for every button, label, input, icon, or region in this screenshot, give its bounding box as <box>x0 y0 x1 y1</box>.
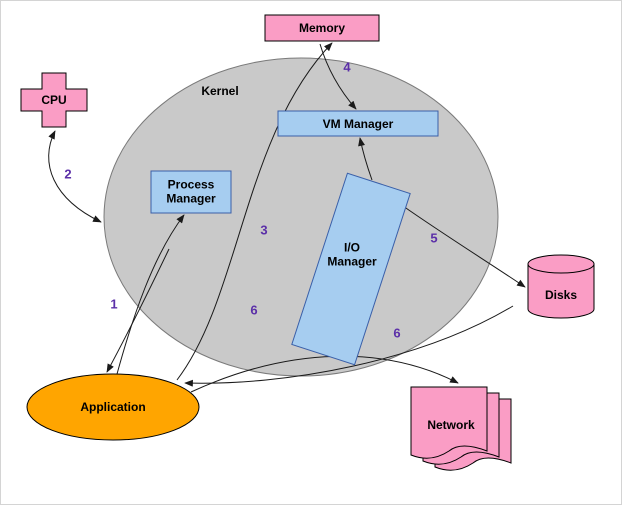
cpu-label: CPU <box>41 92 67 107</box>
network-documents <box>410 386 512 471</box>
arrow-io-manager-vm-manager <box>358 137 373 181</box>
step-number-1: 1 <box>110 296 118 312</box>
disks-cylinder-top <box>527 254 595 274</box>
io-manager-label-line2: Manager <box>327 255 377 269</box>
arrow-application-process-manager <box>116 214 185 375</box>
cpu-shape <box>20 72 88 128</box>
process-manager-label-line2: Manager <box>166 192 216 206</box>
arrow-cpu-kernel <box>48 130 102 223</box>
io-manager-box <box>291 172 411 366</box>
arrow-application-memory <box>176 42 333 381</box>
application-label: Application <box>80 399 146 414</box>
arrow-io-manager-disks <box>402 205 526 288</box>
step-number-4: 4 <box>343 59 351 75</box>
process-manager-label: Process Manager <box>166 178 215 207</box>
arrow-kernel-application <box>106 248 170 373</box>
io-manager-label-line1: I/O <box>343 240 361 255</box>
disks-cylinder <box>527 254 595 319</box>
process-manager-label-line1: Process <box>167 177 215 192</box>
step-number-5: 5 <box>430 230 438 246</box>
step-number-6b: 6 <box>393 325 401 341</box>
memory-label: Memory <box>298 20 346 35</box>
vm-manager-label: VM Manager <box>322 116 394 131</box>
step-number-6a: 6 <box>250 302 258 318</box>
arrow-memory-vm-manager <box>319 43 357 110</box>
network-document-front <box>410 386 488 459</box>
kernel-label: Kernel <box>201 83 239 98</box>
process-manager-box <box>150 170 232 214</box>
disks-label: Disks <box>544 287 578 302</box>
application-ellipse <box>26 373 200 441</box>
disks-cylinder-body <box>527 263 595 319</box>
io-manager-label: I/O Manager <box>327 241 376 270</box>
memory-box <box>264 14 380 42</box>
arrow-disks-application <box>184 305 514 387</box>
vm-manager-box <box>277 110 439 137</box>
arrow-layer <box>48 42 526 393</box>
network-label: Network <box>427 417 475 432</box>
step-number-2: 2 <box>64 166 72 182</box>
step-number-3: 3 <box>260 222 268 238</box>
